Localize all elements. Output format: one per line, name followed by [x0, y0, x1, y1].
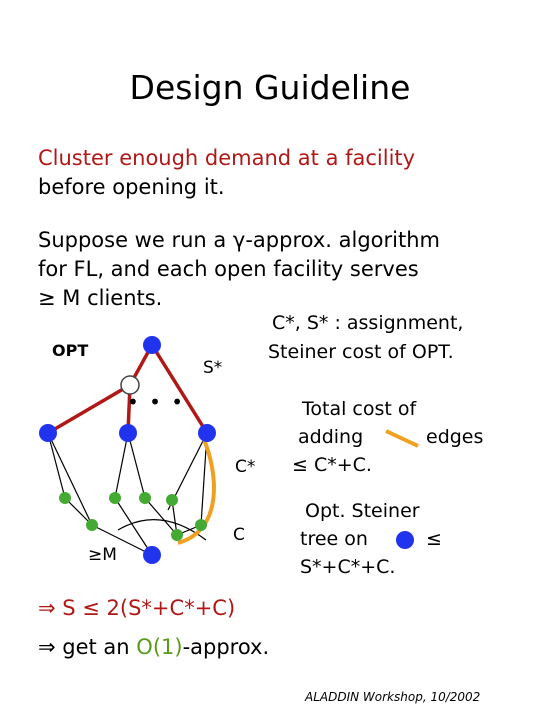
node-steiner — [120, 375, 140, 395]
assignment-edges — [47, 432, 208, 556]
c-star-label: C* — [235, 457, 256, 477]
client-node — [109, 492, 121, 504]
node-facility-1 — [39, 424, 57, 442]
result-line-1: ⇒ S ≤ 2(S*+C*+C) — [38, 596, 236, 620]
legend-orange-edge — [385, 429, 419, 448]
guideline-line-1: Cluster enough demand at a facility — [38, 146, 416, 170]
opt-label: OPT — [52, 341, 89, 360]
legend-blue-node — [396, 531, 414, 549]
result-line-2-pre: ⇒ get an — [38, 635, 137, 659]
added-edge — [177, 436, 216, 545]
note-steiner: Steiner cost of OPT. — [268, 341, 454, 363]
s-star-label: S* — [203, 358, 223, 378]
node-root — [143, 336, 161, 354]
steiner-line-2-pre: tree on — [300, 528, 368, 550]
client-node — [86, 519, 98, 531]
result-line-2: ⇒ get an O(1)-approx. — [38, 633, 269, 662]
suppose-line-2: for FL, and each open facility serves — [38, 257, 419, 281]
client-node — [171, 529, 183, 541]
node-facility-2 — [119, 424, 137, 442]
client-node — [59, 492, 71, 504]
ellipsis: • • • — [127, 390, 186, 414]
steiner-line-2-post: ≤ — [426, 528, 442, 550]
c-label: C — [233, 525, 245, 545]
cost-line-2-post: edges — [426, 426, 484, 448]
cost-line-1: Total cost of — [302, 398, 417, 420]
node-facility-bottom — [143, 546, 161, 564]
slide-title: Design Guideline — [129, 68, 411, 107]
suppose-line-3: ≥ M clients. — [38, 286, 163, 310]
node-facility-3 — [198, 424, 216, 442]
client-node — [195, 519, 207, 531]
guideline-line-2: before opening it. — [38, 175, 225, 199]
cost-line-3: ≤ C*+C. — [292, 454, 372, 476]
geq-m-label: ≥M — [88, 545, 117, 565]
steiner-line-3: S*+C*+C. — [300, 556, 396, 578]
cost-line-2-pre: adding — [298, 426, 364, 448]
result-line-2-o1: O(1) — [136, 635, 183, 659]
note-assignment: C*, S* : assignment, — [272, 312, 464, 334]
client-node — [166, 494, 178, 506]
steiner-line-1: Opt. Steiner — [305, 500, 420, 522]
suppose-line-1: Suppose we run a γ-approx. algorithm — [38, 228, 440, 252]
result-line-2-post: -approx. — [182, 635, 270, 659]
footer: ALADDIN Workshop, 10/2002 — [305, 690, 481, 704]
client-node — [139, 492, 151, 504]
